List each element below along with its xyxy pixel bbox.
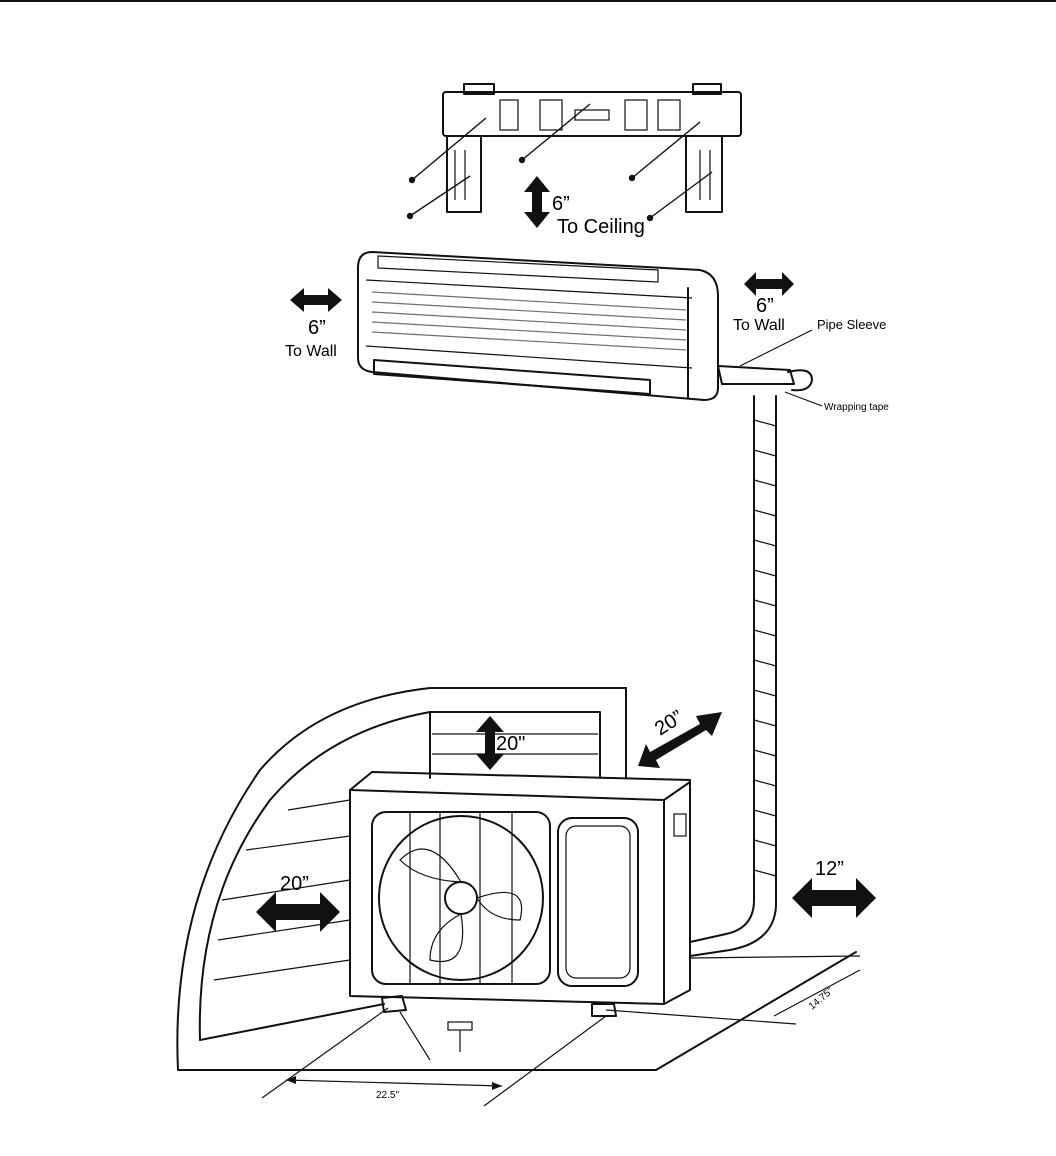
outdoor-right-label: 12” (815, 858, 844, 880)
screws (406, 103, 713, 222)
wrapped-pipe (689, 395, 777, 957)
right-wall-dim-label: 6” (756, 295, 774, 317)
pipe-sleeve (717, 329, 813, 392)
right-wall-text-label: To Wall (733, 317, 785, 334)
left-wall-text-label: To Wall (285, 343, 337, 360)
indoor-unit (357, 251, 719, 401)
dimension-lines (261, 955, 861, 1107)
right-wall-arrow (744, 272, 794, 296)
wrapping-tape-label: Wrapping tape (824, 402, 889, 413)
outdoor-left-arrow (256, 892, 340, 932)
ceiling-dim-label: 6” (552, 193, 570, 215)
left-wall-dim-label: 6” (308, 317, 326, 339)
outdoor-left-label: 20” (280, 873, 309, 895)
depth-label: 14.75" (807, 985, 836, 1012)
pipe-sleeve-label: Pipe Sleeve (817, 317, 886, 332)
outdoor-unit (349, 771, 691, 1061)
ceiling-text-label: To Ceiling (557, 216, 645, 238)
ceiling-arrow (524, 176, 550, 228)
outdoor-top-label: 20" (496, 733, 525, 755)
left-wall-arrow (290, 288, 342, 312)
width-label: 22.5" (376, 1090, 399, 1101)
outdoor-rear-arrow (638, 712, 722, 768)
mounting-plate (406, 83, 742, 222)
outdoor-top-arrow (476, 716, 504, 770)
outdoor-right-arrow (792, 878, 876, 918)
